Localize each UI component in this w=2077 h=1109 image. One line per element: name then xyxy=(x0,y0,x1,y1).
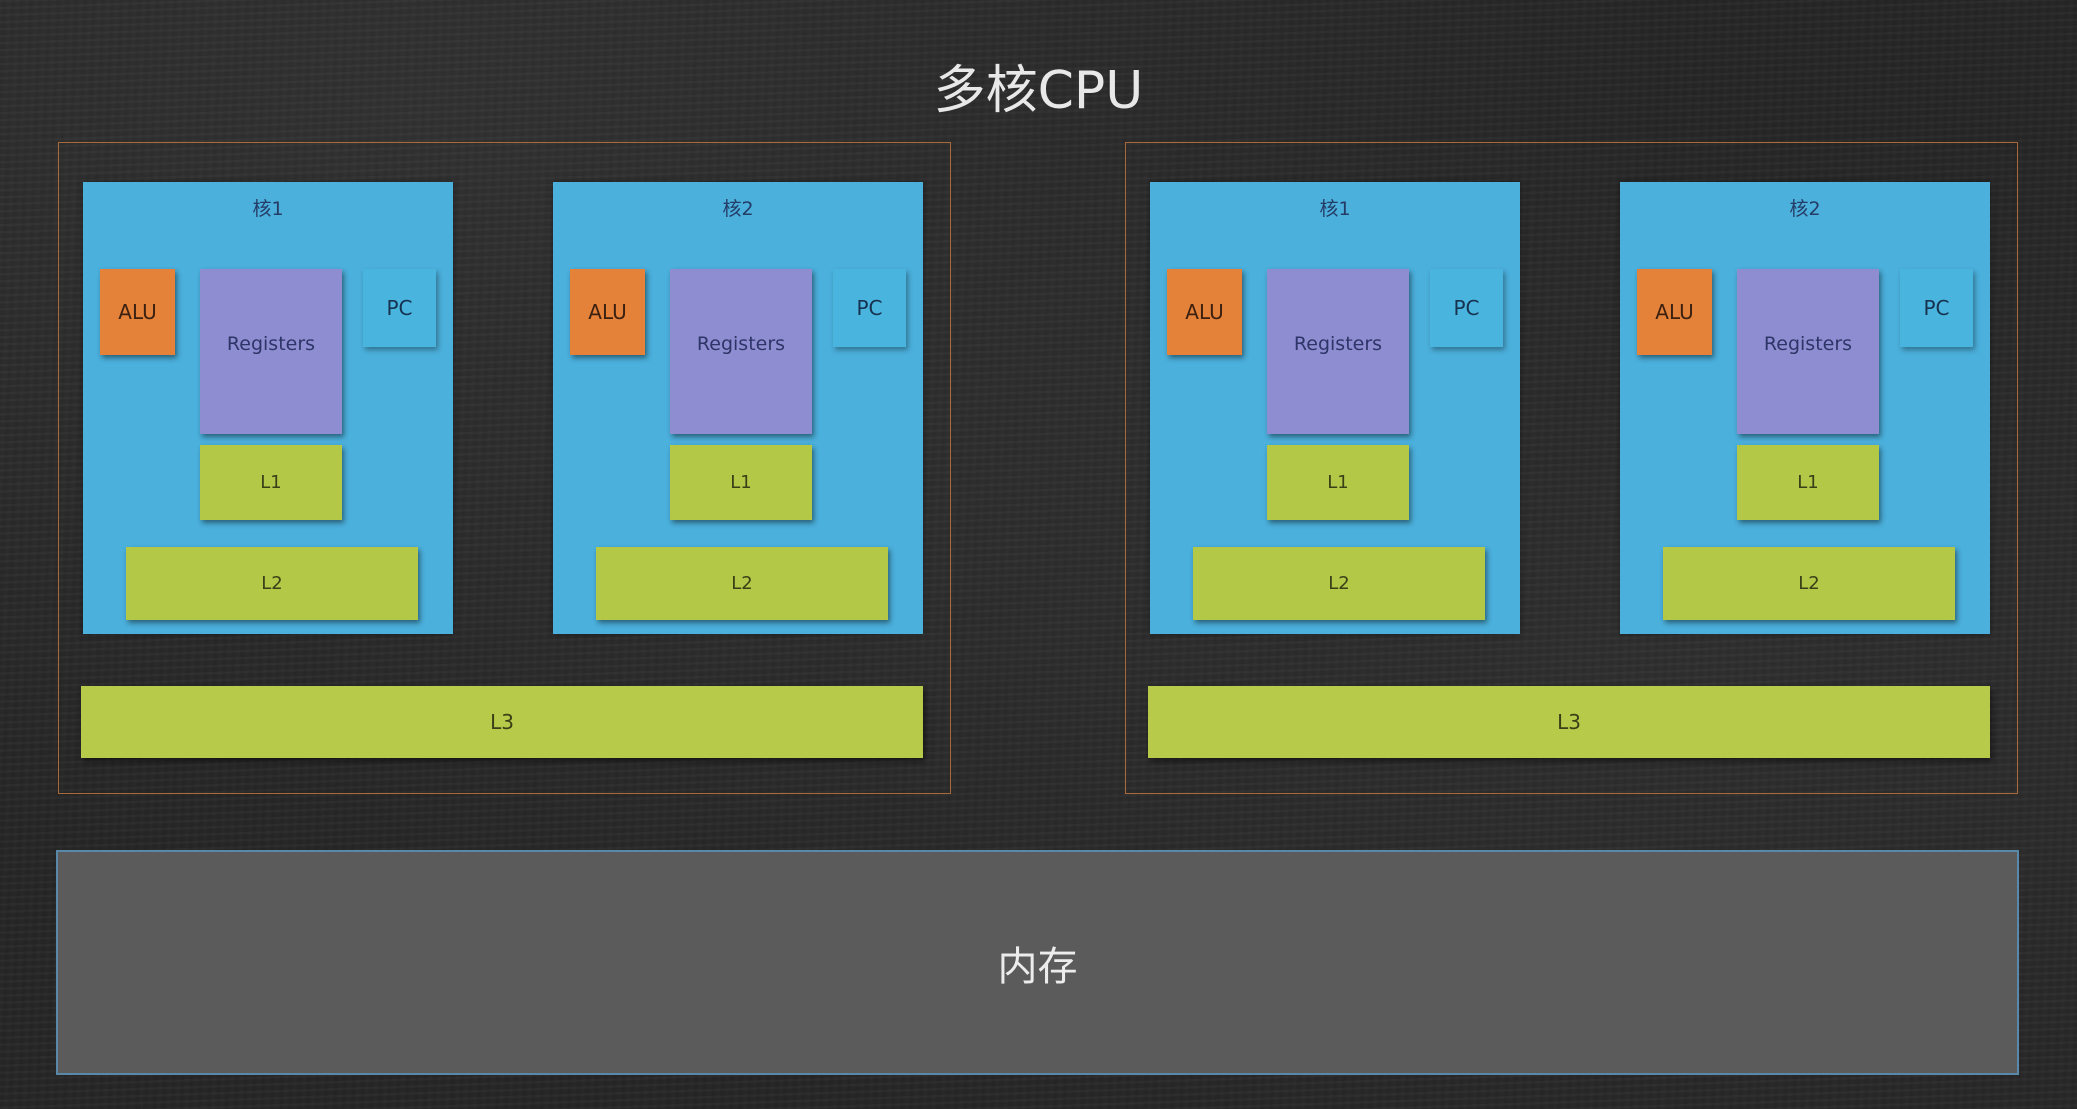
pc-block: PC xyxy=(363,269,436,347)
pc-block: PC xyxy=(1900,269,1973,347)
alu-block: ALU xyxy=(1167,269,1242,355)
cpu-1-core-2: 核2 ALU Registers PC L1 L2 xyxy=(553,182,923,634)
l1-cache: L1 xyxy=(670,445,812,520)
cpu-package-2 xyxy=(1125,142,2018,794)
diagram-title: 多核CPU xyxy=(933,61,1144,121)
l2-cache: L2 xyxy=(1193,547,1485,620)
cpu-1-core-1: 核1 ALU Registers PC L1 L2 xyxy=(83,182,453,634)
registers-block: Registers xyxy=(1737,269,1879,434)
core-label: 核1 xyxy=(252,198,284,220)
core-label: 核2 xyxy=(1789,198,1821,220)
l2-cache: L2 xyxy=(596,547,888,620)
main-memory: 内存 xyxy=(56,850,2019,1075)
pc-block: PC xyxy=(833,269,906,347)
l1-cache: L1 xyxy=(200,445,342,520)
alu-block: ALU xyxy=(570,269,645,355)
core-label: 核1 xyxy=(1319,198,1351,220)
l1-cache: L1 xyxy=(1737,445,1879,520)
core-label: 核2 xyxy=(722,198,754,220)
l2-cache: L2 xyxy=(1663,547,1955,620)
registers-block: Registers xyxy=(670,269,812,434)
alu-block: ALU xyxy=(1637,269,1712,355)
cpu-package-1 xyxy=(58,142,951,794)
l3-cache: L3 xyxy=(81,686,923,758)
pc-block: PC xyxy=(1430,269,1503,347)
alu-block: ALU xyxy=(100,269,175,355)
l3-cache: L3 xyxy=(1148,686,1990,758)
l1-cache: L1 xyxy=(1267,445,1409,520)
cpu-2-core-1: 核1 ALU Registers PC L1 L2 xyxy=(1150,182,1520,634)
l2-cache: L2 xyxy=(126,547,418,620)
registers-block: Registers xyxy=(200,269,342,434)
registers-block: Registers xyxy=(1267,269,1409,434)
cpu-2-core-2: 核2 ALU Registers PC L1 L2 xyxy=(1620,182,1990,634)
